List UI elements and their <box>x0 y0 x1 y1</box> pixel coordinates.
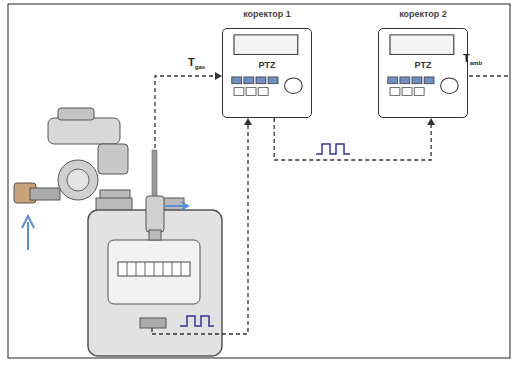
arrowhead <box>215 72 222 80</box>
flow-arrow <box>22 216 34 250</box>
pulse-symbol <box>180 316 214 326</box>
temperature-label: Tamb <box>463 52 482 64</box>
temperature-sensor <box>146 150 188 240</box>
pulse-connector <box>274 118 431 160</box>
corrector-box: коректор 2PTZ <box>378 28 468 118</box>
device-heading: коректор 2 <box>369 9 477 19</box>
symbol-subscript: amb <box>470 60 482 66</box>
device-model: PTZ <box>223 60 311 70</box>
corrector-face <box>223 29 311 117</box>
device-model: PTZ <box>379 60 467 70</box>
corrector-face <box>379 29 467 117</box>
device-heading: коректор 1 <box>213 9 321 19</box>
symbol-letter: T <box>463 52 470 64</box>
arrowhead <box>244 118 252 125</box>
frame <box>8 4 510 358</box>
symbol-letter: T <box>188 56 195 68</box>
symbol-subscript: gas <box>195 64 205 70</box>
signal-line <box>466 75 508 76</box>
pulse-line <box>152 124 248 334</box>
signal-line <box>155 76 216 148</box>
corrector-box: коректор 1PTZ <box>222 28 312 118</box>
temperature-label: Tgas <box>188 56 205 68</box>
pulse-symbol <box>316 144 350 154</box>
gas-regulator <box>30 108 130 206</box>
arrowhead <box>427 118 435 125</box>
